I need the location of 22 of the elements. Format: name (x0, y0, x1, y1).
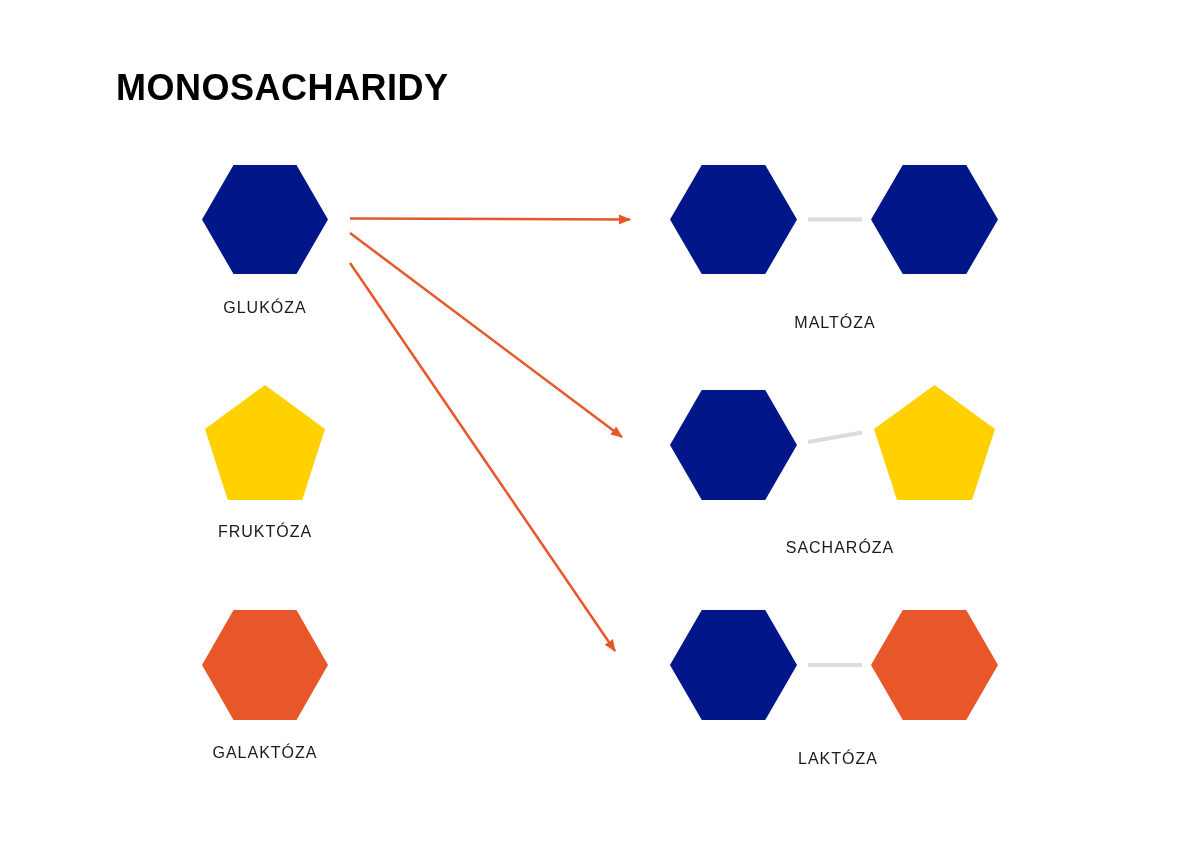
hexagon (202, 165, 328, 274)
hexagon (670, 610, 797, 720)
hexagon (670, 165, 797, 274)
pair-caption: MALTÓZA (794, 315, 876, 331)
hexagon (202, 610, 328, 720)
hexagon (670, 390, 797, 500)
connector-line (807, 430, 863, 444)
connector-line (808, 663, 862, 667)
pentagon (205, 385, 325, 500)
hexagon (871, 165, 998, 274)
arrow (349, 232, 623, 438)
shape-caption: GALAKTÓZA (212, 745, 318, 761)
connector-line (808, 217, 862, 222)
arrow (348, 262, 617, 652)
diagram-title: MONOSACHARIDY (116, 70, 449, 106)
arrow (350, 214, 631, 225)
hexagon (871, 610, 998, 720)
pentagon (874, 385, 995, 500)
shape-caption: GLUKÓZA (223, 300, 307, 316)
pair-caption: SACHARÓZA (785, 540, 895, 556)
shape-caption: FRUKTÓZA (217, 524, 313, 540)
pair-caption: LAKTÓZA (798, 751, 878, 767)
